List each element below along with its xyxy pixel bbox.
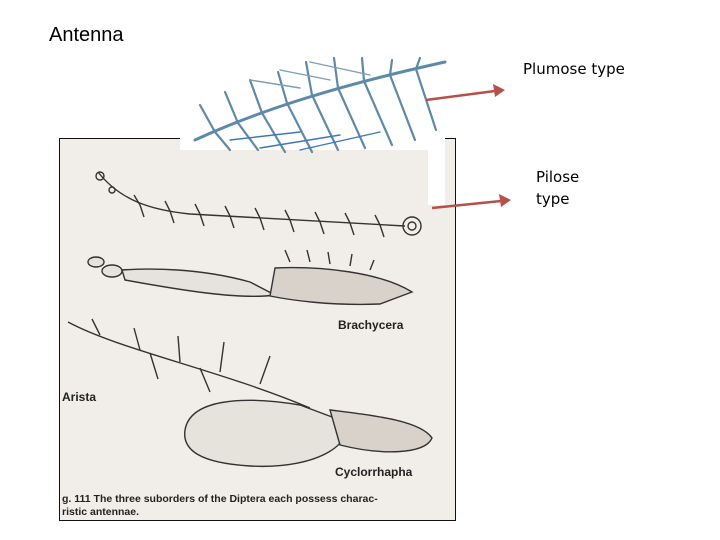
cyclorrhapha-label: Cyclorrhapha [335, 465, 413, 479]
brachycera-antenna-drawing [87, 249, 414, 306]
brachycera-label: Brachycera [338, 318, 404, 332]
plumose-backdrop [180, 130, 445, 205]
figure-caption-line-1: g. 111 The three suborders of the Dipter… [62, 493, 378, 505]
cyclorrhapha-antenna-drawing [67, 318, 433, 468]
pilose-arrow [431, 194, 511, 210]
plumose-arrow [425, 84, 505, 102]
pilose-antenna-drawing [95, 171, 422, 238]
pilose-label-line-1: Pilose [536, 168, 580, 186]
arista-label: Arista [62, 390, 96, 404]
pilose-type-label: Pilose type [536, 166, 579, 210]
plumose-type-label: Plumose type [523, 60, 625, 78]
slide-title: Antenna [49, 24, 124, 46]
pilose-label-line-2: type [536, 190, 570, 208]
figure-caption-line-2: ristic antennae. [62, 506, 139, 518]
